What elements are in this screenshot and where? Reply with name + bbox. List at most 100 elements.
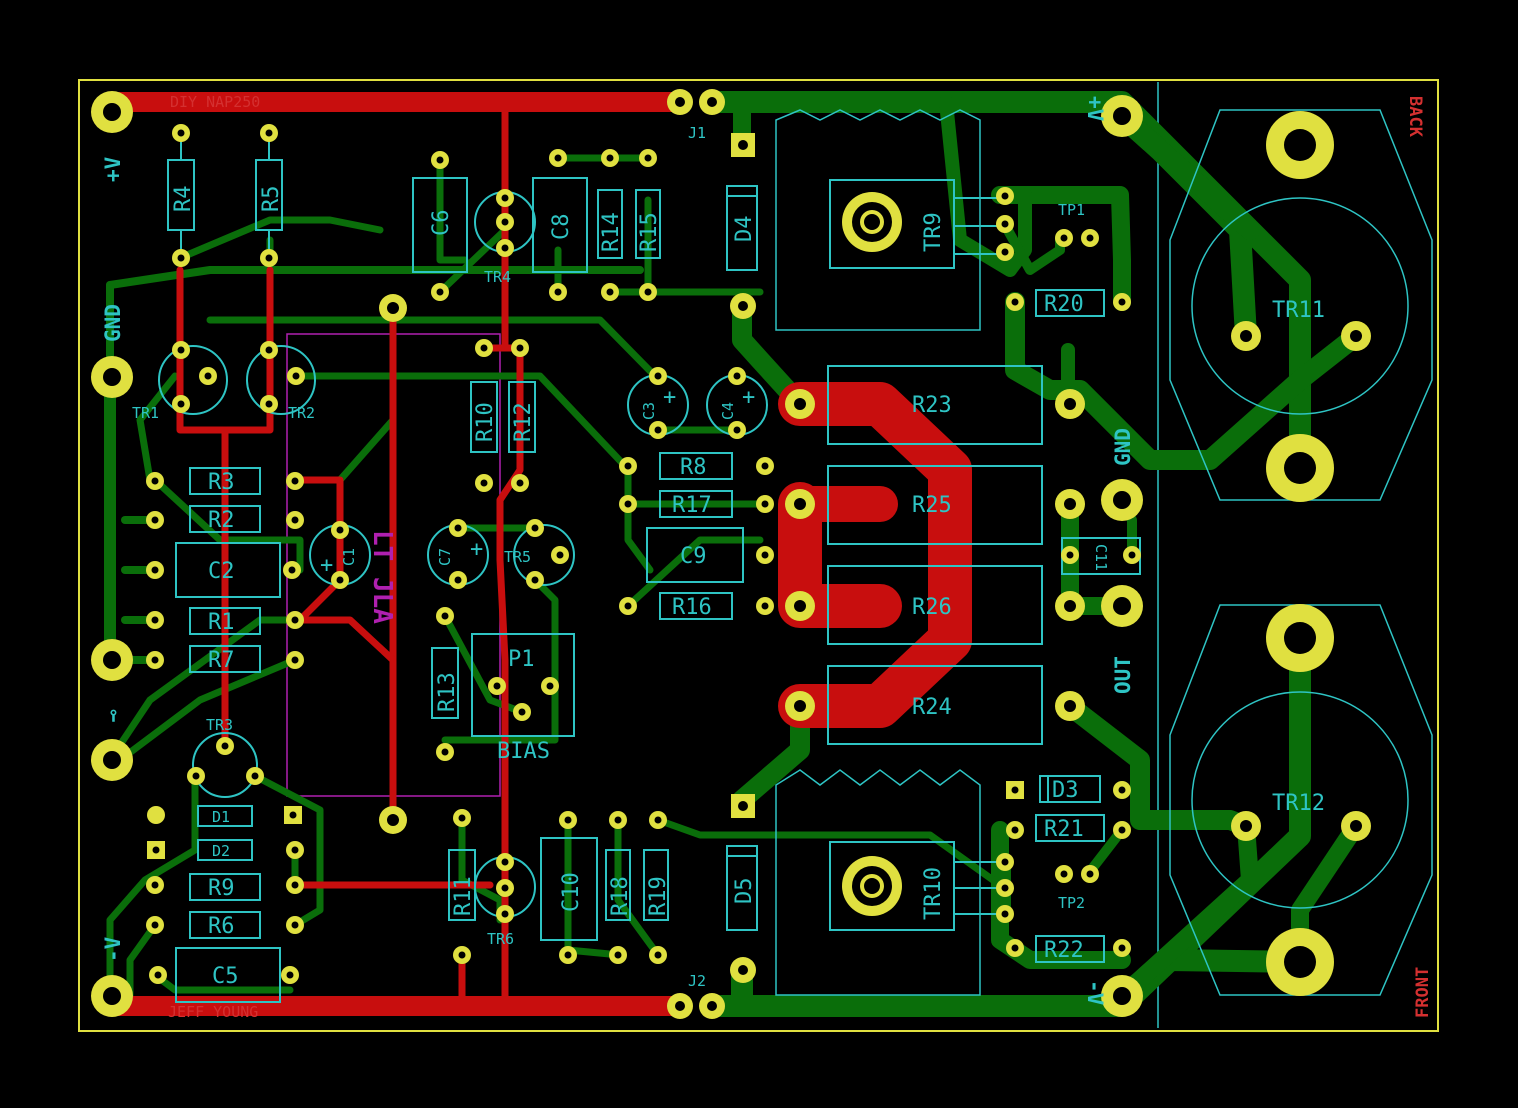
- ref-r11: R11: [451, 876, 476, 916]
- ref-tr1: TR1: [132, 404, 159, 422]
- pad-hole: [654, 951, 662, 959]
- pad-hole: [177, 129, 185, 137]
- pad-hole: [1118, 786, 1126, 794]
- ref-r3: R3: [208, 470, 235, 495]
- pad-hole: [493, 682, 501, 690]
- ref-tp1: TP1: [1058, 201, 1085, 219]
- pad-hole: [152, 846, 160, 854]
- ref-c8: C8: [549, 214, 574, 241]
- silkscreen-text: DIY NAP250 JEFF YOUNG BACK FRONT LT JLA …: [101, 93, 1433, 1021]
- pad-hole: [624, 500, 632, 508]
- pad-hole: [441, 748, 449, 756]
- pad-hole: [1086, 870, 1094, 878]
- ref-tr12: TR12: [1272, 791, 1325, 816]
- pad-hole: [151, 656, 159, 664]
- pad-hole: [546, 682, 554, 690]
- pad-hole: [654, 816, 662, 824]
- pad-hole: [1011, 944, 1019, 952]
- pad: [147, 806, 165, 824]
- pad-hole: [518, 708, 526, 716]
- pad-hole: [1118, 944, 1126, 952]
- pad-hole: [1001, 192, 1009, 200]
- net-out-right: OUT: [1111, 656, 1135, 694]
- ref-r7: R7: [208, 648, 235, 673]
- ref-r22: R22: [1044, 938, 1084, 963]
- ref-r8: R8: [680, 455, 707, 480]
- pad-hole: [1128, 551, 1136, 559]
- ref-tr10: TR10: [921, 867, 946, 920]
- pad-hole: [761, 500, 769, 508]
- pad-hole: [454, 576, 462, 584]
- ref-c4: C4: [719, 402, 737, 420]
- ref-c3: C3: [640, 402, 658, 420]
- net-gnd-left: GND: [101, 304, 125, 342]
- front-label: FRONT: [1413, 967, 1433, 1018]
- pad-hole: [644, 288, 652, 296]
- ref-r19: R19: [646, 876, 671, 916]
- pad-hole: [501, 244, 509, 252]
- pad-hole: [501, 218, 509, 226]
- pad-hole: [480, 344, 488, 352]
- small-pads: [146, 124, 1141, 984]
- pad-hole: [1060, 870, 1068, 878]
- ref-bias: BIAS: [497, 739, 550, 764]
- ref-j2: J2: [688, 972, 706, 990]
- ref-tp2: TP2: [1058, 894, 1085, 912]
- pad-hole: [480, 479, 488, 487]
- ref-r18: R18: [608, 876, 633, 916]
- pad-hole: [1001, 884, 1009, 892]
- ref-r13: R13: [435, 672, 460, 712]
- pads-layer: [91, 89, 1371, 1019]
- net-input-left: ⊸: [101, 709, 125, 722]
- pad-hole: [556, 551, 564, 559]
- pad-hole: [151, 516, 159, 524]
- pad-hole: [1066, 551, 1074, 559]
- pad-hole: [1011, 786, 1019, 794]
- pad-hole: [644, 154, 652, 162]
- pad-hole: [516, 344, 524, 352]
- board-title: DIY NAP250: [170, 93, 260, 111]
- pad-hole: [291, 921, 299, 929]
- pad-hole: [151, 881, 159, 889]
- ref-r14: R14: [599, 212, 624, 252]
- silkscreen-layer: [158, 109, 1433, 1003]
- pad-hole: [441, 612, 449, 620]
- ref-d2: D2: [212, 842, 230, 860]
- pad-hole: [614, 951, 622, 959]
- ref-tr2: TR2: [288, 404, 315, 422]
- pad-hole: [501, 910, 509, 918]
- ref-c6: C6: [429, 210, 454, 237]
- pad-hole: [1011, 826, 1019, 834]
- pad-hole: [177, 400, 185, 408]
- pad-hole: [151, 921, 159, 929]
- pad-hole: [291, 656, 299, 664]
- pad-hole: [436, 288, 444, 296]
- net-vplus-right: +V: [1083, 96, 1107, 122]
- net-vplus-left: +V: [101, 156, 125, 182]
- pad-hole: [192, 772, 200, 780]
- pad-hole: [624, 602, 632, 610]
- pad-hole: [291, 477, 299, 485]
- pad-hole: [458, 951, 466, 959]
- pad-hole: [761, 551, 769, 559]
- pad-hole: [624, 462, 632, 470]
- ref-tr4: TR4: [484, 268, 511, 286]
- ref-r16: R16: [672, 595, 712, 620]
- ref-c7: C7: [436, 548, 454, 566]
- pad-hole: [289, 811, 297, 819]
- pad-hole: [531, 576, 539, 584]
- ref-r9: R9: [208, 876, 235, 901]
- plus-c1: +: [320, 553, 333, 578]
- ref-r12: R12: [511, 402, 536, 442]
- ref-r23: R23: [912, 393, 952, 418]
- net-gnd-right: GND: [1111, 428, 1135, 466]
- pad-hole: [151, 477, 159, 485]
- pad-hole: [501, 194, 509, 202]
- ref-r6: R6: [208, 914, 235, 939]
- ref-r21: R21: [1044, 817, 1084, 842]
- ref-tr11: TR11: [1272, 298, 1325, 323]
- pad-hole: [1011, 298, 1019, 306]
- pad-hole: [291, 846, 299, 854]
- pad-hole: [458, 814, 466, 822]
